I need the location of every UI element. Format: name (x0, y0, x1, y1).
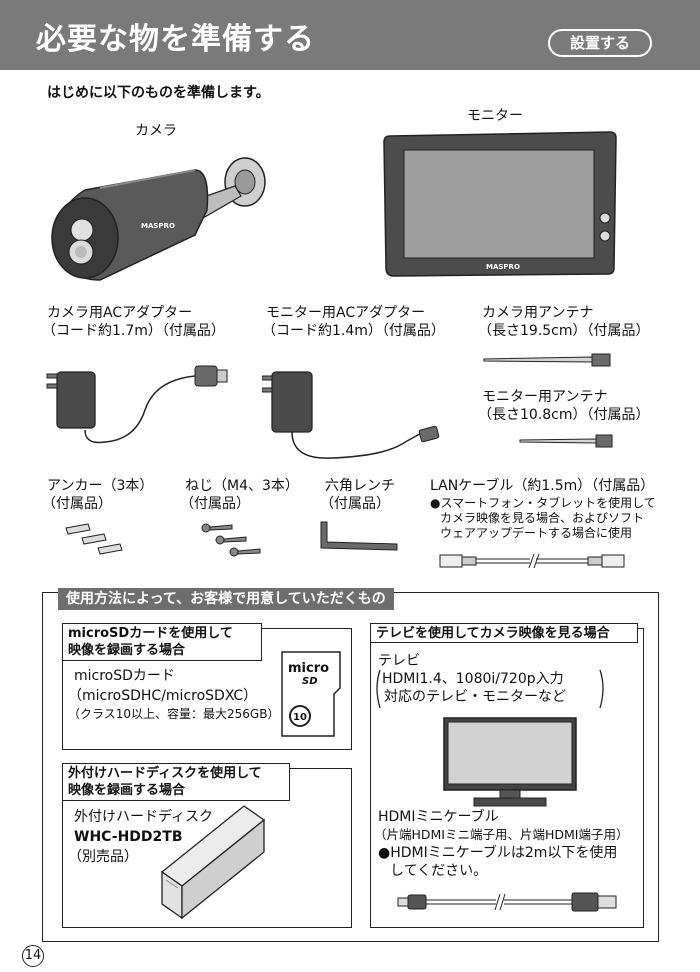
wrench-line1: 六角レンチ (325, 478, 395, 494)
tv-spec-brackets (376, 669, 604, 709)
section-tag: 設置する (548, 29, 652, 57)
hdd-line1: 外付けハードディスク (74, 809, 214, 825)
camera-brand: MASPRO (141, 222, 175, 230)
lan-cable-illustration (439, 553, 625, 569)
page-header: 必要な物を準備する 設置する (0, 0, 700, 70)
microsd-logo-bottom: SD (302, 676, 318, 687)
microsd-logo-top: micro (288, 661, 329, 676)
hdd-heading-line1: 外付けハードディスクを使用して (68, 766, 262, 781)
sd-card-line3: （クラス10以上、容量：最大256GB） (68, 707, 280, 721)
hdmi-cable-line3: ●HDMIミニケーブルは2m以下を使用 (378, 845, 618, 861)
lan-note1: ●スマートフォン・タブレットを使用して (430, 496, 656, 510)
camera-illustration: MASPRO (51, 157, 266, 281)
anchor-line2: （付属品） (42, 496, 112, 512)
monitor-adapter-line2: （コード約1.4m）（付属品） (262, 323, 445, 339)
hdmi-cable-illustration (397, 892, 617, 912)
camera-antenna-line1: カメラ用アンテナ (482, 305, 594, 321)
anchor-illustration (65, 523, 123, 555)
monitor-brand: MASPRO (486, 263, 520, 271)
monitor-label: モニター (467, 108, 523, 124)
screw-line2: （付属品） (180, 496, 250, 512)
anchor-line1: アンカー（3本） (47, 478, 154, 494)
sd-card-line2: （microSDHC/microSDXC） (68, 688, 258, 704)
hdd-heading: 外付けハードディスクを使用して 映像を録画する場合 (62, 763, 290, 801)
hdd-model: WHC-HDD2TB (74, 829, 183, 845)
sd-card-heading: microSDカードを使用して 映像を録画する場合 (62, 623, 262, 661)
hdmi-cable-line4: してください。 (390, 863, 488, 879)
camera-antenna-line2: （長さ19.5cm）（付属品） (478, 323, 650, 339)
camera-antenna-illustration (483, 353, 611, 367)
tv-illustration (443, 717, 577, 807)
monitor-illustration: MASPRO (383, 131, 617, 277)
monitor-adapter-line1: モニター用ACアダプター (266, 305, 426, 321)
microsd-class-mark: 10 (293, 712, 307, 723)
wrench-line2: （付属品） (320, 496, 390, 512)
sd-card-heading-line1: microSDカードを使用して (68, 626, 233, 641)
monitor-antenna-illustration (519, 434, 613, 448)
hdd-heading-line2: 映像を録画する場合 (68, 783, 186, 798)
lan-line1: LANケーブル（約1.5m）（付属品） (430, 478, 655, 494)
hdmi-cable-line2: （片端HDMIミニ端子用、片端HDMI端子用） (374, 827, 629, 842)
screw-line1: ねじ（M4、3本） (185, 478, 299, 494)
lan-note3: ウェアアップデートする場合に使用 (440, 526, 633, 540)
monitor-antenna-line1: モニター用アンテナ (482, 389, 608, 405)
tv-heading: テレビを使用してカメラ映像を見る場合 (370, 623, 638, 643)
camera-label: カメラ (135, 123, 177, 139)
monitor-adapter-illustration (262, 371, 440, 459)
hdd-line3: （別売品） (68, 849, 138, 865)
hdmi-cable-line1: HDMIミニケーブル (378, 809, 499, 825)
tv-line1: テレビ (378, 653, 420, 669)
screw-illustration (201, 523, 261, 557)
camera-adapter-line2: （コード約1.7m）（付属品） (42, 323, 225, 339)
camera-adapter-line1: カメラ用ACアダプター (47, 305, 193, 321)
page-number: 14 (22, 945, 44, 967)
page-title: 必要な物を準備する (36, 22, 315, 57)
microsd-card-illustration: micro SD 10 (281, 651, 341, 737)
external-hdd-illustration (160, 805, 266, 920)
sd-card-heading-line2: 映像を録画する場合 (68, 643, 186, 658)
tv-line3: 対応のテレビ・モニターなど (384, 689, 566, 705)
monitor-antenna-line2: （長さ10.8cm）（付属品） (478, 407, 650, 423)
lan-note2: カメラ映像を見る場合、およびソフト (440, 511, 645, 525)
hex-wrench-illustration (320, 521, 398, 551)
intro-text: はじめに以下のものを準備します。 (47, 85, 270, 101)
user-supplied-box-title: 使用方法によって、お客様で用意していただくもの (58, 588, 394, 610)
camera-adapter-illustration (46, 365, 228, 444)
tv-line2: HDMI1.4、1080i/720p入力 (382, 671, 564, 687)
sd-card-line1: microSDカード (74, 668, 175, 684)
